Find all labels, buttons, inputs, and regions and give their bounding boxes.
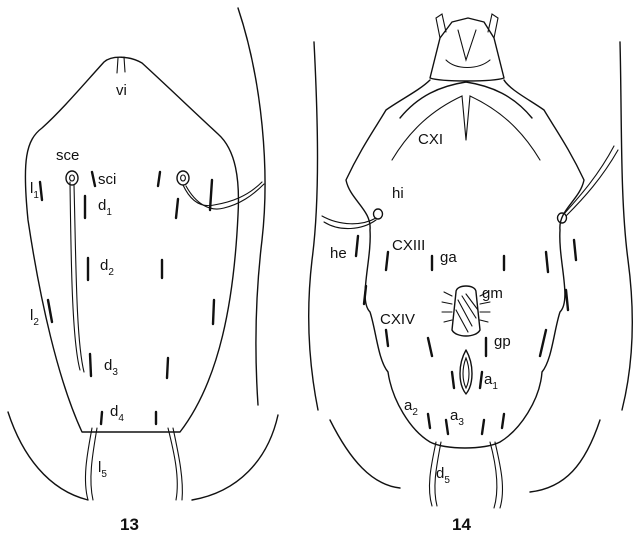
label-a3-sub: 3: [458, 417, 464, 428]
chelicera-right: [488, 14, 498, 38]
figure-number-14: 14: [452, 515, 471, 534]
leg-outline-left-lower: [330, 420, 400, 488]
hi-ring-left: [374, 209, 383, 219]
label-d4-sub: 4: [118, 413, 124, 424]
figure-14-ventral-view: CXI hi he CXIII ga gm CXIV gp a1 a2 a3 d…: [309, 14, 633, 534]
seta-l5-right: [168, 428, 177, 500]
sce-ring-left-inner: [70, 175, 75, 181]
label-ga: ga: [440, 249, 457, 266]
label-a1-sub: 1: [492, 381, 498, 392]
coxa-i-right-2: [466, 96, 540, 160]
label-d3-base: d: [104, 357, 112, 374]
leg-outline-right: [620, 42, 632, 410]
figure-number-13: 13: [120, 515, 139, 534]
seta-cxiii-right: [546, 252, 548, 272]
label-d3: d3: [104, 357, 118, 378]
seta-sce-right: [183, 182, 262, 206]
label-l5: l5: [98, 459, 107, 480]
seta-lateral-right-1: [574, 240, 576, 260]
seta-sce-right-2: [186, 184, 264, 209]
seta-lateral-right-2: [566, 290, 568, 310]
seta-vi-left: [117, 58, 118, 73]
label-gp: gp: [494, 333, 511, 350]
seta-l5-left-2: [91, 428, 97, 500]
seta-a3-right: [482, 420, 484, 434]
seta-d3-right: [167, 358, 168, 378]
gnathosoma-inner: [446, 60, 490, 68]
seta-lateral-left-1: [356, 236, 358, 256]
seta-vi-right: [124, 57, 125, 72]
seta-cxiii-left: [386, 252, 388, 270]
label-l2: l2: [30, 307, 39, 328]
label-l1-sub: 1: [33, 190, 39, 201]
seta-d4-left: [101, 412, 102, 424]
seta-d1-right: [176, 199, 178, 218]
seta-a2-left: [428, 414, 430, 428]
label-d5-base: d: [436, 465, 444, 482]
label-d5: d5: [436, 465, 450, 486]
label-sce: sce: [56, 147, 79, 164]
gnathosoma: [430, 18, 504, 81]
seta-cxiv-left: [386, 330, 388, 346]
label-d2-sub: 2: [108, 267, 114, 278]
seta-a1-left: [452, 372, 454, 388]
seta-cxiv-right: [540, 330, 546, 356]
label-cxiv: CXIV: [380, 311, 415, 328]
label-hi: hi: [392, 185, 404, 202]
label-cxi: CXI: [418, 131, 443, 148]
label-gm: gm: [482, 285, 503, 302]
sce-ring-right: [177, 171, 189, 185]
label-l2-sub: 2: [33, 317, 39, 328]
label-he: he: [330, 245, 347, 262]
chelicera-left: [436, 14, 446, 38]
label-d2: d2: [100, 257, 114, 278]
gnathosoma-midline: [458, 30, 476, 60]
label-l1: l1: [30, 180, 39, 201]
label-vi: vi: [116, 82, 127, 99]
seta-d3-left: [90, 354, 91, 376]
seta-l2-left: [48, 300, 52, 322]
seta-a1-right: [480, 372, 482, 388]
anal-opening-inner: [463, 358, 469, 388]
leg-outline-left: [309, 42, 318, 410]
leg-outline-left-lower: [8, 412, 88, 500]
seta-a3-left: [446, 420, 448, 434]
seta-sci-left: [92, 172, 95, 186]
leg-outline-right-upper: [238, 8, 265, 405]
leg-outline-right-lower: [530, 420, 600, 492]
label-d2-base: d: [100, 257, 108, 274]
leg-outline-right-lower: [192, 415, 278, 500]
seta-a2-right: [502, 414, 504, 428]
label-d4: d4: [110, 403, 124, 424]
label-a3: a3: [450, 407, 464, 428]
sce-ring-right-inner: [181, 175, 186, 181]
genital-plate-striae: [456, 294, 478, 332]
genital-setae-left: [442, 292, 452, 322]
label-d4-base: d: [110, 403, 118, 420]
body-outline-dorsal: [25, 57, 238, 432]
label-a2: a2: [404, 397, 418, 418]
seta-gp-left: [428, 338, 432, 356]
label-d5-sub: 5: [444, 475, 450, 486]
label-d1-base: d: [98, 197, 106, 214]
label-sci: sci: [98, 171, 116, 188]
coxa-i-left: [400, 82, 466, 118]
figure-13-dorsal-view: vi sce sci l1 d1 d2 l2 d3 d4 l5 13: [8, 8, 278, 534]
sce-ring-left: [66, 171, 78, 185]
seta-l2-right: [213, 300, 214, 324]
label-l5-sub: 5: [101, 469, 107, 480]
label-a2-sub: 2: [412, 407, 418, 418]
coxa-i-left-2: [392, 96, 466, 160]
label-cxiii: CXIII: [392, 237, 425, 254]
label-a1: a1: [484, 371, 498, 392]
seta-d5-right: [490, 442, 497, 508]
seta-sci-right: [158, 172, 160, 186]
label-d1-sub: 1: [106, 207, 112, 218]
coxa-i-right: [466, 82, 532, 118]
seta-l1-left: [40, 182, 42, 200]
label-d1: d1: [98, 197, 112, 218]
label-d3-sub: 3: [112, 367, 118, 378]
